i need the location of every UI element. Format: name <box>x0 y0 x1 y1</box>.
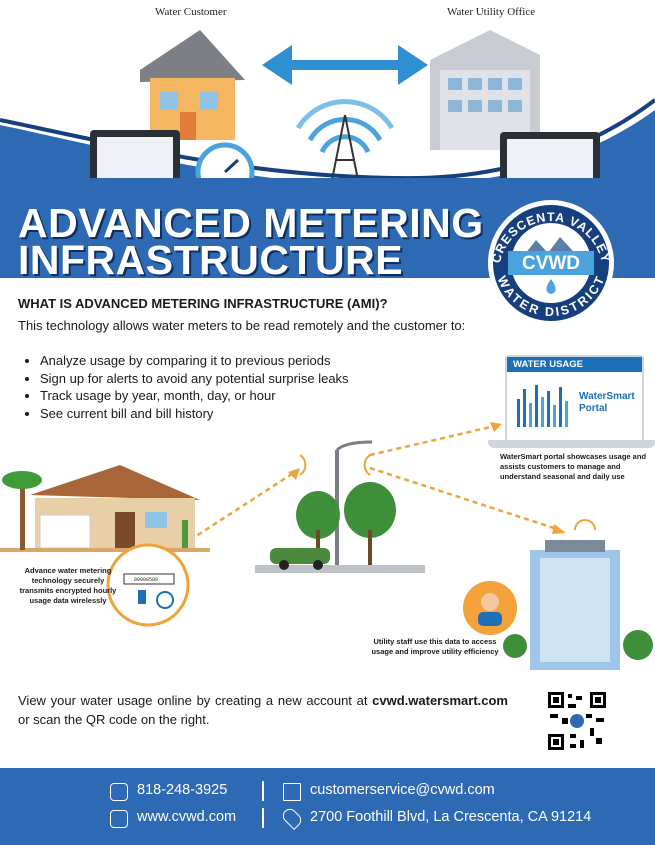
section-heading: WHAT IS ADVANCED METERING INFRASTRUCTURE… <box>18 296 388 311</box>
network-illustration <box>0 422 653 670</box>
street-scene <box>255 440 425 573</box>
water-customer-caption: Water Customer <box>155 6 227 18</box>
title-line-2: INFRASTRUCTURE <box>18 237 404 283</box>
meter-readout: 00000580 <box>134 577 159 583</box>
laptop-icon-left <box>90 130 180 190</box>
portal-brand-line-1: WaterSmart <box>579 391 635 402</box>
watersmart-portal-screen: WATER USAGE WaterSmart Portal <box>505 355 644 444</box>
list-item: Track usage by year, month, day, or hour <box>40 387 418 405</box>
qr-code[interactable] <box>546 690 608 752</box>
palm-tree-icon <box>2 471 42 550</box>
web-icon <box>110 810 128 828</box>
home-icon <box>0 465 210 552</box>
meter-caption: Advance water metering technology secure… <box>19 566 117 605</box>
footer-divider <box>262 808 264 828</box>
car-icon <box>270 548 330 564</box>
water-utility-office-caption: Water Utility Office <box>447 6 536 18</box>
cta-paragraph: View your water usage online by creating… <box>18 691 508 729</box>
title-line-1: ADVANCED METERING <box>18 200 484 246</box>
signal-arcs-icon <box>295 99 395 154</box>
contact-footer <box>0 768 655 845</box>
utility-building-icon <box>503 519 653 670</box>
list-item: Analyze usage by comparing it to previou… <box>40 352 418 370</box>
cta-text: View your water usage online by creating… <box>18 693 368 708</box>
double-arrow-icon <box>262 45 428 85</box>
footer-divider <box>262 781 264 801</box>
list-item: See current bill and bill history <box>40 405 418 423</box>
portal-header: WATER USAGE <box>507 357 642 372</box>
utility-caption: Utility staff use this data to access us… <box>371 637 499 656</box>
benefits-list: Analyze usage by comparing it to previou… <box>18 352 418 422</box>
footer-website[interactable]: www.cvwd.com <box>137 809 237 825</box>
list-item: Sign up for alerts to avoid any potentia… <box>40 370 418 388</box>
cta-tail: or scan the QR code on the right. <box>18 712 210 727</box>
footer-phone[interactable]: 818-248-3925 <box>137 782 228 798</box>
logo-mid-text: CVWD <box>522 253 580 274</box>
phone-icon <box>110 783 128 801</box>
office-building-icon <box>430 30 540 150</box>
data-flow-arrows <box>189 424 561 542</box>
portal-caption: WaterSmart portal showcases usage and as… <box>500 452 647 481</box>
intro-lead: This technology allows water meters to b… <box>18 318 466 333</box>
utility-staff-icon <box>463 581 517 635</box>
cactus-icon <box>182 520 188 548</box>
top-illustration <box>0 30 655 200</box>
portal-brand-line-2: Portal <box>579 403 608 414</box>
footer-address: 2700 Foothill Blvd, La Crescenta, CA 912… <box>310 809 592 825</box>
bar-chart-icon <box>517 385 568 427</box>
email-icon <box>283 783 301 801</box>
cvwd-logo: CRESCENTA VALLEY WATER DISTRICT CVWD <box>478 195 624 327</box>
water-meter-icon <box>106 543 190 627</box>
laptop-base <box>488 440 655 448</box>
cta-link[interactable]: cvwd.watersmart.com <box>372 693 508 708</box>
house-icon <box>140 30 245 140</box>
laptop-icon-right <box>500 132 600 190</box>
footer-email[interactable]: customerservice@cvwd.com <box>310 782 495 798</box>
